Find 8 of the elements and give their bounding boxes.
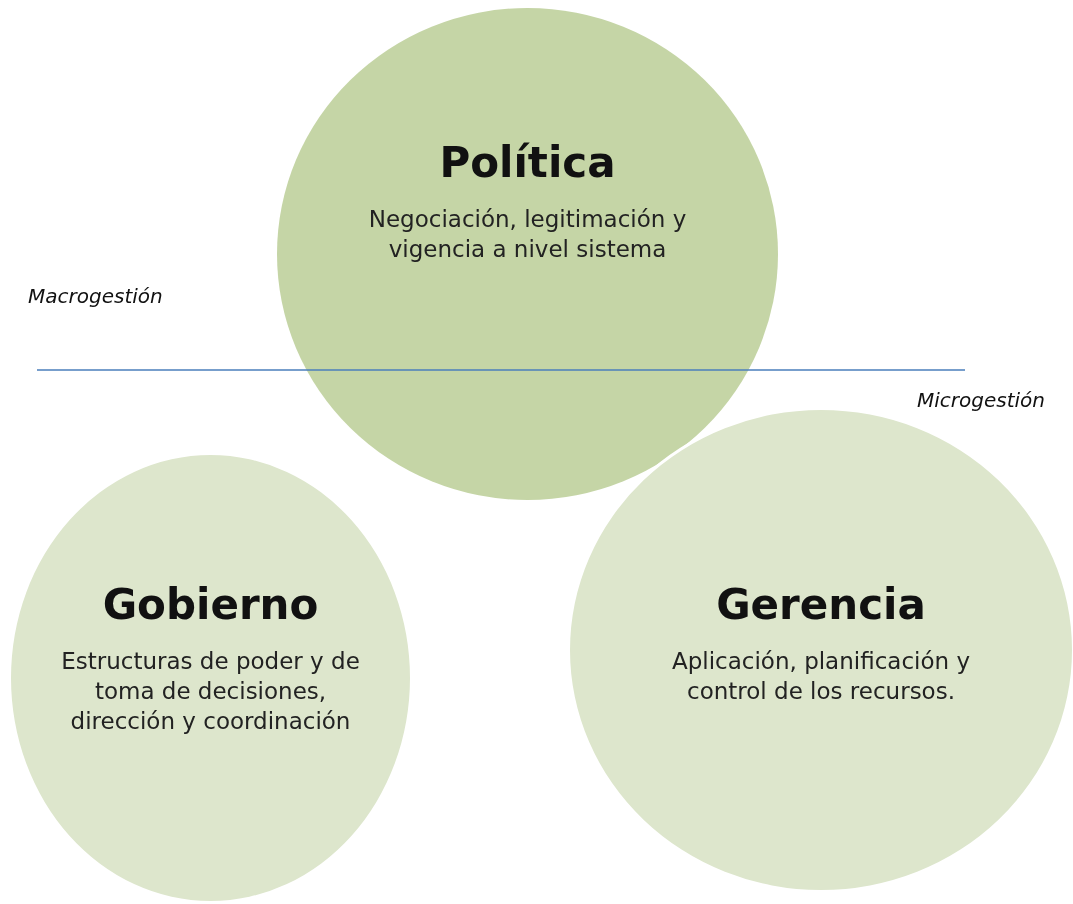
circle-description: Estructuras de poder y de toma de decisiones, dirección y coordinación xyxy=(60,647,361,736)
circle-title: Política xyxy=(439,138,616,187)
circle-title: Gobierno xyxy=(102,580,319,629)
circle-description: Negociación, legitimación y vigencia a nivel sistema xyxy=(367,205,688,264)
circle-title: Gerencia xyxy=(716,580,926,629)
level-label: Microgestión xyxy=(917,388,1045,412)
level-label: Macrogestión xyxy=(28,284,163,308)
circle-description: Aplicación, planificación y control de los recursos. xyxy=(671,647,971,706)
